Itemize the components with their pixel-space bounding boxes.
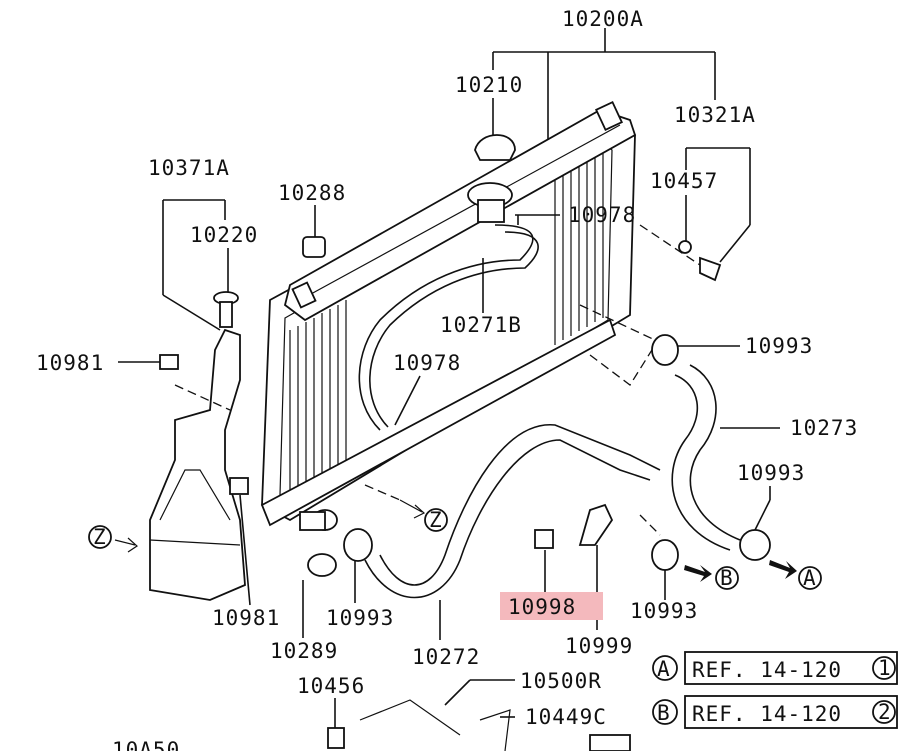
highlight-10998 [500, 592, 603, 620]
direction-markers: Z Z B A [88, 499, 822, 590]
label-10993-bottom: 10993 [326, 606, 394, 630]
ref-marker-b: B [657, 701, 671, 725]
label-10993-b3: 10993 [630, 599, 698, 623]
label-10456: 10456 [297, 674, 365, 698]
radiator [260, 101, 637, 531]
label-10993-r2: 10993 [737, 461, 805, 485]
label-10321A: 10321A [674, 103, 756, 127]
label-10271B: 10271B [440, 313, 522, 337]
label-10998: 10998 [508, 595, 576, 619]
label-10289: 10289 [270, 639, 338, 663]
reservoir-tank [149, 291, 246, 601]
hoses [358, 224, 741, 599]
label-10A50: 10A50 [112, 738, 180, 751]
label-10272: 10272 [412, 645, 480, 669]
label-10981-left: 10981 [36, 351, 104, 375]
label-10999: 10999 [565, 634, 633, 658]
label-10457: 10457 [650, 169, 718, 193]
ref-a-text: REF. 14-120 [692, 658, 842, 682]
label-10500R: 10500R [520, 669, 602, 693]
label-10993-right: 10993 [745, 334, 813, 358]
label-10273: 10273 [790, 416, 858, 440]
label-10200A: 10200A [562, 7, 644, 31]
dashed-guides [174, 224, 701, 536]
small-parts [159, 134, 771, 751]
marker-b-hose: B [720, 566, 734, 590]
label-10978-top: 10978 [568, 203, 636, 227]
ref-a-num: 1 [878, 656, 892, 680]
part-labels: 10200A 10210 10321A 10371A 10457 10288 1… [36, 7, 858, 751]
marker-z-mid: Z [429, 508, 443, 532]
label-10449C: 10449C [525, 705, 607, 729]
marker-a-hose: A [803, 566, 817, 590]
label-10978-mid: 10978 [393, 351, 461, 375]
ref-b-num: 2 [878, 700, 892, 724]
marker-z-left: Z [93, 525, 107, 549]
label-10981-bottom: 10981 [212, 606, 280, 630]
ref-b-text: REF. 14-120 [692, 702, 842, 726]
reference-legend: A REF. 14-120 1 B REF. 14-120 2 [652, 651, 898, 729]
label-10288: 10288 [278, 181, 346, 205]
label-10371A: 10371A [148, 156, 230, 180]
label-10220: 10220 [190, 223, 258, 247]
label-10210: 10210 [455, 73, 523, 97]
ref-marker-a: A [657, 657, 671, 681]
